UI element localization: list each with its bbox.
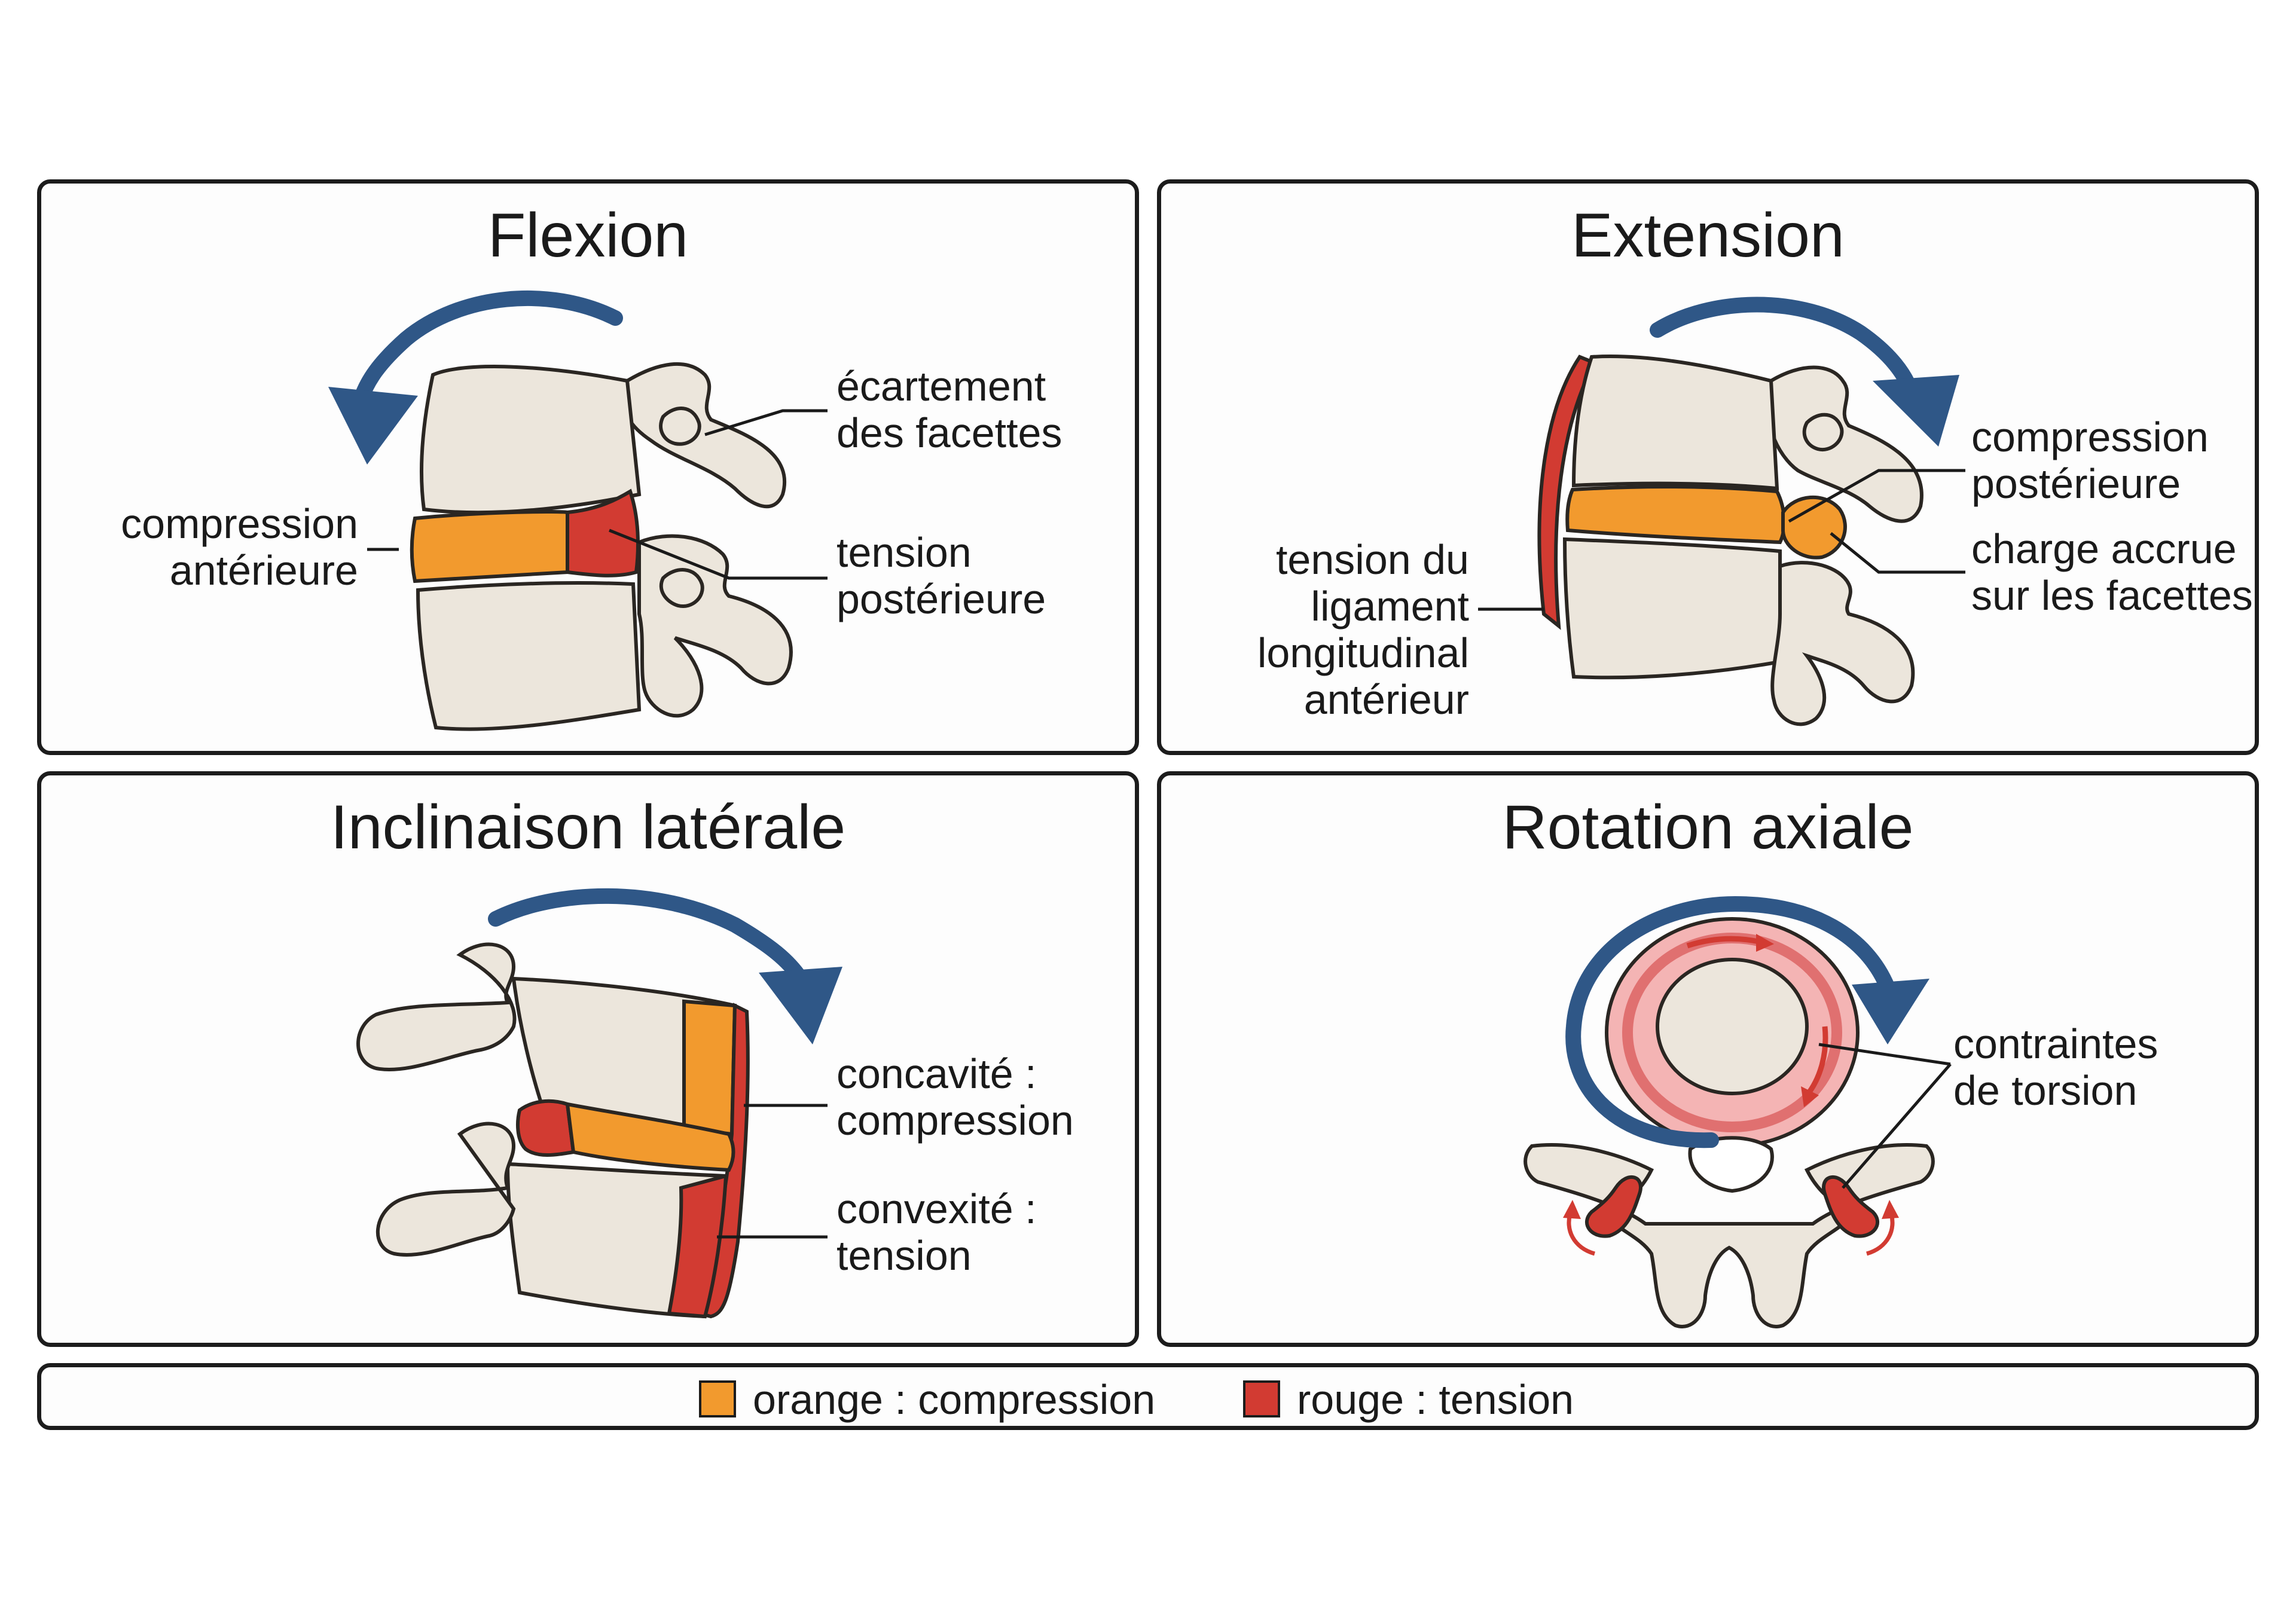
flexion-rotation-arrow bbox=[353, 290, 623, 407]
extension-ligament-label: tension du ligament longitudinal antérie… bbox=[1257, 536, 1469, 723]
rotation-nucleus bbox=[1656, 958, 1809, 1095]
extension-upper-body bbox=[1571, 355, 1779, 491]
lateral-bending-panel: Inclinaison latérale concavité : compres… bbox=[37, 771, 1139, 1347]
extension-lower-process bbox=[1770, 561, 1915, 726]
lateral-bending-title: Inclinaison latérale bbox=[330, 793, 846, 862]
lateral-disc-compression bbox=[565, 1102, 735, 1172]
flexion-title: Flexion bbox=[487, 201, 689, 270]
flexion-illustration bbox=[328, 290, 828, 731]
flexion-upper-facet bbox=[659, 407, 701, 446]
rotation-torsion-leader-upper bbox=[1818, 1043, 1951, 1066]
rotation-torsion-arrowhead-right bbox=[1801, 1086, 1819, 1107]
lateral-arrow-head bbox=[759, 967, 842, 1044]
flexion-facets-leader bbox=[704, 409, 828, 436]
extension-disc-compression bbox=[1565, 485, 1786, 545]
flexion-panel: Flexion écartement des facettes comp bbox=[37, 179, 1139, 755]
extension-facet-load bbox=[1781, 496, 1847, 560]
lateral-bending-illustration bbox=[356, 888, 842, 1319]
lateral-lower-process bbox=[375, 1122, 516, 1257]
extension-title: Extension bbox=[1571, 201, 1845, 270]
flexion-posterior-label: tension postérieure bbox=[836, 529, 1046, 622]
rotation-torsion-arrow-right bbox=[1805, 1026, 1828, 1097]
lateral-concavity-label: concavité : compression bbox=[836, 1050, 1074, 1144]
lateral-upper-process bbox=[356, 942, 517, 1072]
rotation-torsion-arrow-top bbox=[1686, 936, 1760, 949]
lateral-convex-tension bbox=[667, 1174, 728, 1319]
extension-panel: Extension compression postérieure charge… bbox=[1157, 179, 2259, 755]
rotation-torsion-label: contraintes de torsion bbox=[1953, 1021, 2158, 1114]
flexion-lower-facet bbox=[659, 568, 704, 608]
flexion-disc-compression bbox=[410, 510, 569, 583]
extension-posterior-label: compression postérieure bbox=[1971, 414, 2209, 507]
extension-lower-body bbox=[1562, 537, 1782, 680]
flexion-posterior-leader bbox=[609, 528, 828, 580]
extension-ligament-tension bbox=[1537, 355, 1598, 630]
extension-posterior-leader bbox=[1788, 469, 1965, 523]
legend-tension-label: rouge : tension bbox=[1297, 1376, 1574, 1423]
axial-rotation-title: Rotation axiale bbox=[1502, 793, 1914, 862]
rotation-spinal-canal bbox=[1688, 1136, 1774, 1193]
legend-compression-label: orange : compression bbox=[753, 1376, 1156, 1423]
flexion-disc-tension bbox=[566, 488, 640, 578]
rotation-facet-left bbox=[1585, 1175, 1642, 1238]
rotation-facet-arrowhead-left bbox=[1563, 1200, 1581, 1219]
rotation-torsion-leader-lower bbox=[1842, 1063, 1952, 1189]
axial-rotation-illustration bbox=[1523, 896, 1952, 1328]
flexion-arrow-head bbox=[328, 387, 418, 465]
color-legend: orange : compression rouge : tension bbox=[37, 1363, 2259, 1430]
extension-upper-facet bbox=[1802, 413, 1844, 452]
flexion-facets-label: écartement des facettes bbox=[836, 363, 1062, 456]
legend-tension-swatch bbox=[1243, 1380, 1280, 1417]
extension-arrow-head bbox=[1873, 375, 1959, 447]
axial-rotation-panel: Rotation axiale contraintes de torsion bbox=[1157, 771, 2259, 1347]
flexion-upper-process bbox=[621, 362, 786, 509]
flexion-lower-process bbox=[637, 534, 793, 718]
rotation-torsion-arrowhead-top bbox=[1756, 934, 1774, 952]
extension-upper-process bbox=[1765, 365, 1923, 523]
lateral-concave-compression bbox=[682, 999, 737, 1136]
lateral-convexity-label: convexité : tension bbox=[836, 1186, 1037, 1279]
flexion-lower-body bbox=[416, 581, 642, 731]
flexion-upper-body bbox=[420, 365, 642, 515]
rotation-facet-arrowhead-right bbox=[1882, 1200, 1899, 1219]
extension-rotation-arrow bbox=[1650, 297, 1919, 401]
rotation-axial-arrow bbox=[1565, 896, 1895, 1148]
flexion-anterior-label: compression antérieure bbox=[121, 500, 358, 594]
rotation-facet-right bbox=[1822, 1175, 1879, 1238]
legend-compression-swatch bbox=[699, 1380, 736, 1417]
extension-illustration bbox=[1478, 297, 1965, 726]
extension-facets-leader bbox=[1830, 532, 1965, 574]
rotation-arrow-head bbox=[1852, 979, 1929, 1044]
extension-facets-label: charge accrue sur les facettes bbox=[1971, 526, 2253, 619]
lateral-disc-tension bbox=[516, 1099, 576, 1157]
lateral-rotation-arrow bbox=[488, 888, 808, 986]
